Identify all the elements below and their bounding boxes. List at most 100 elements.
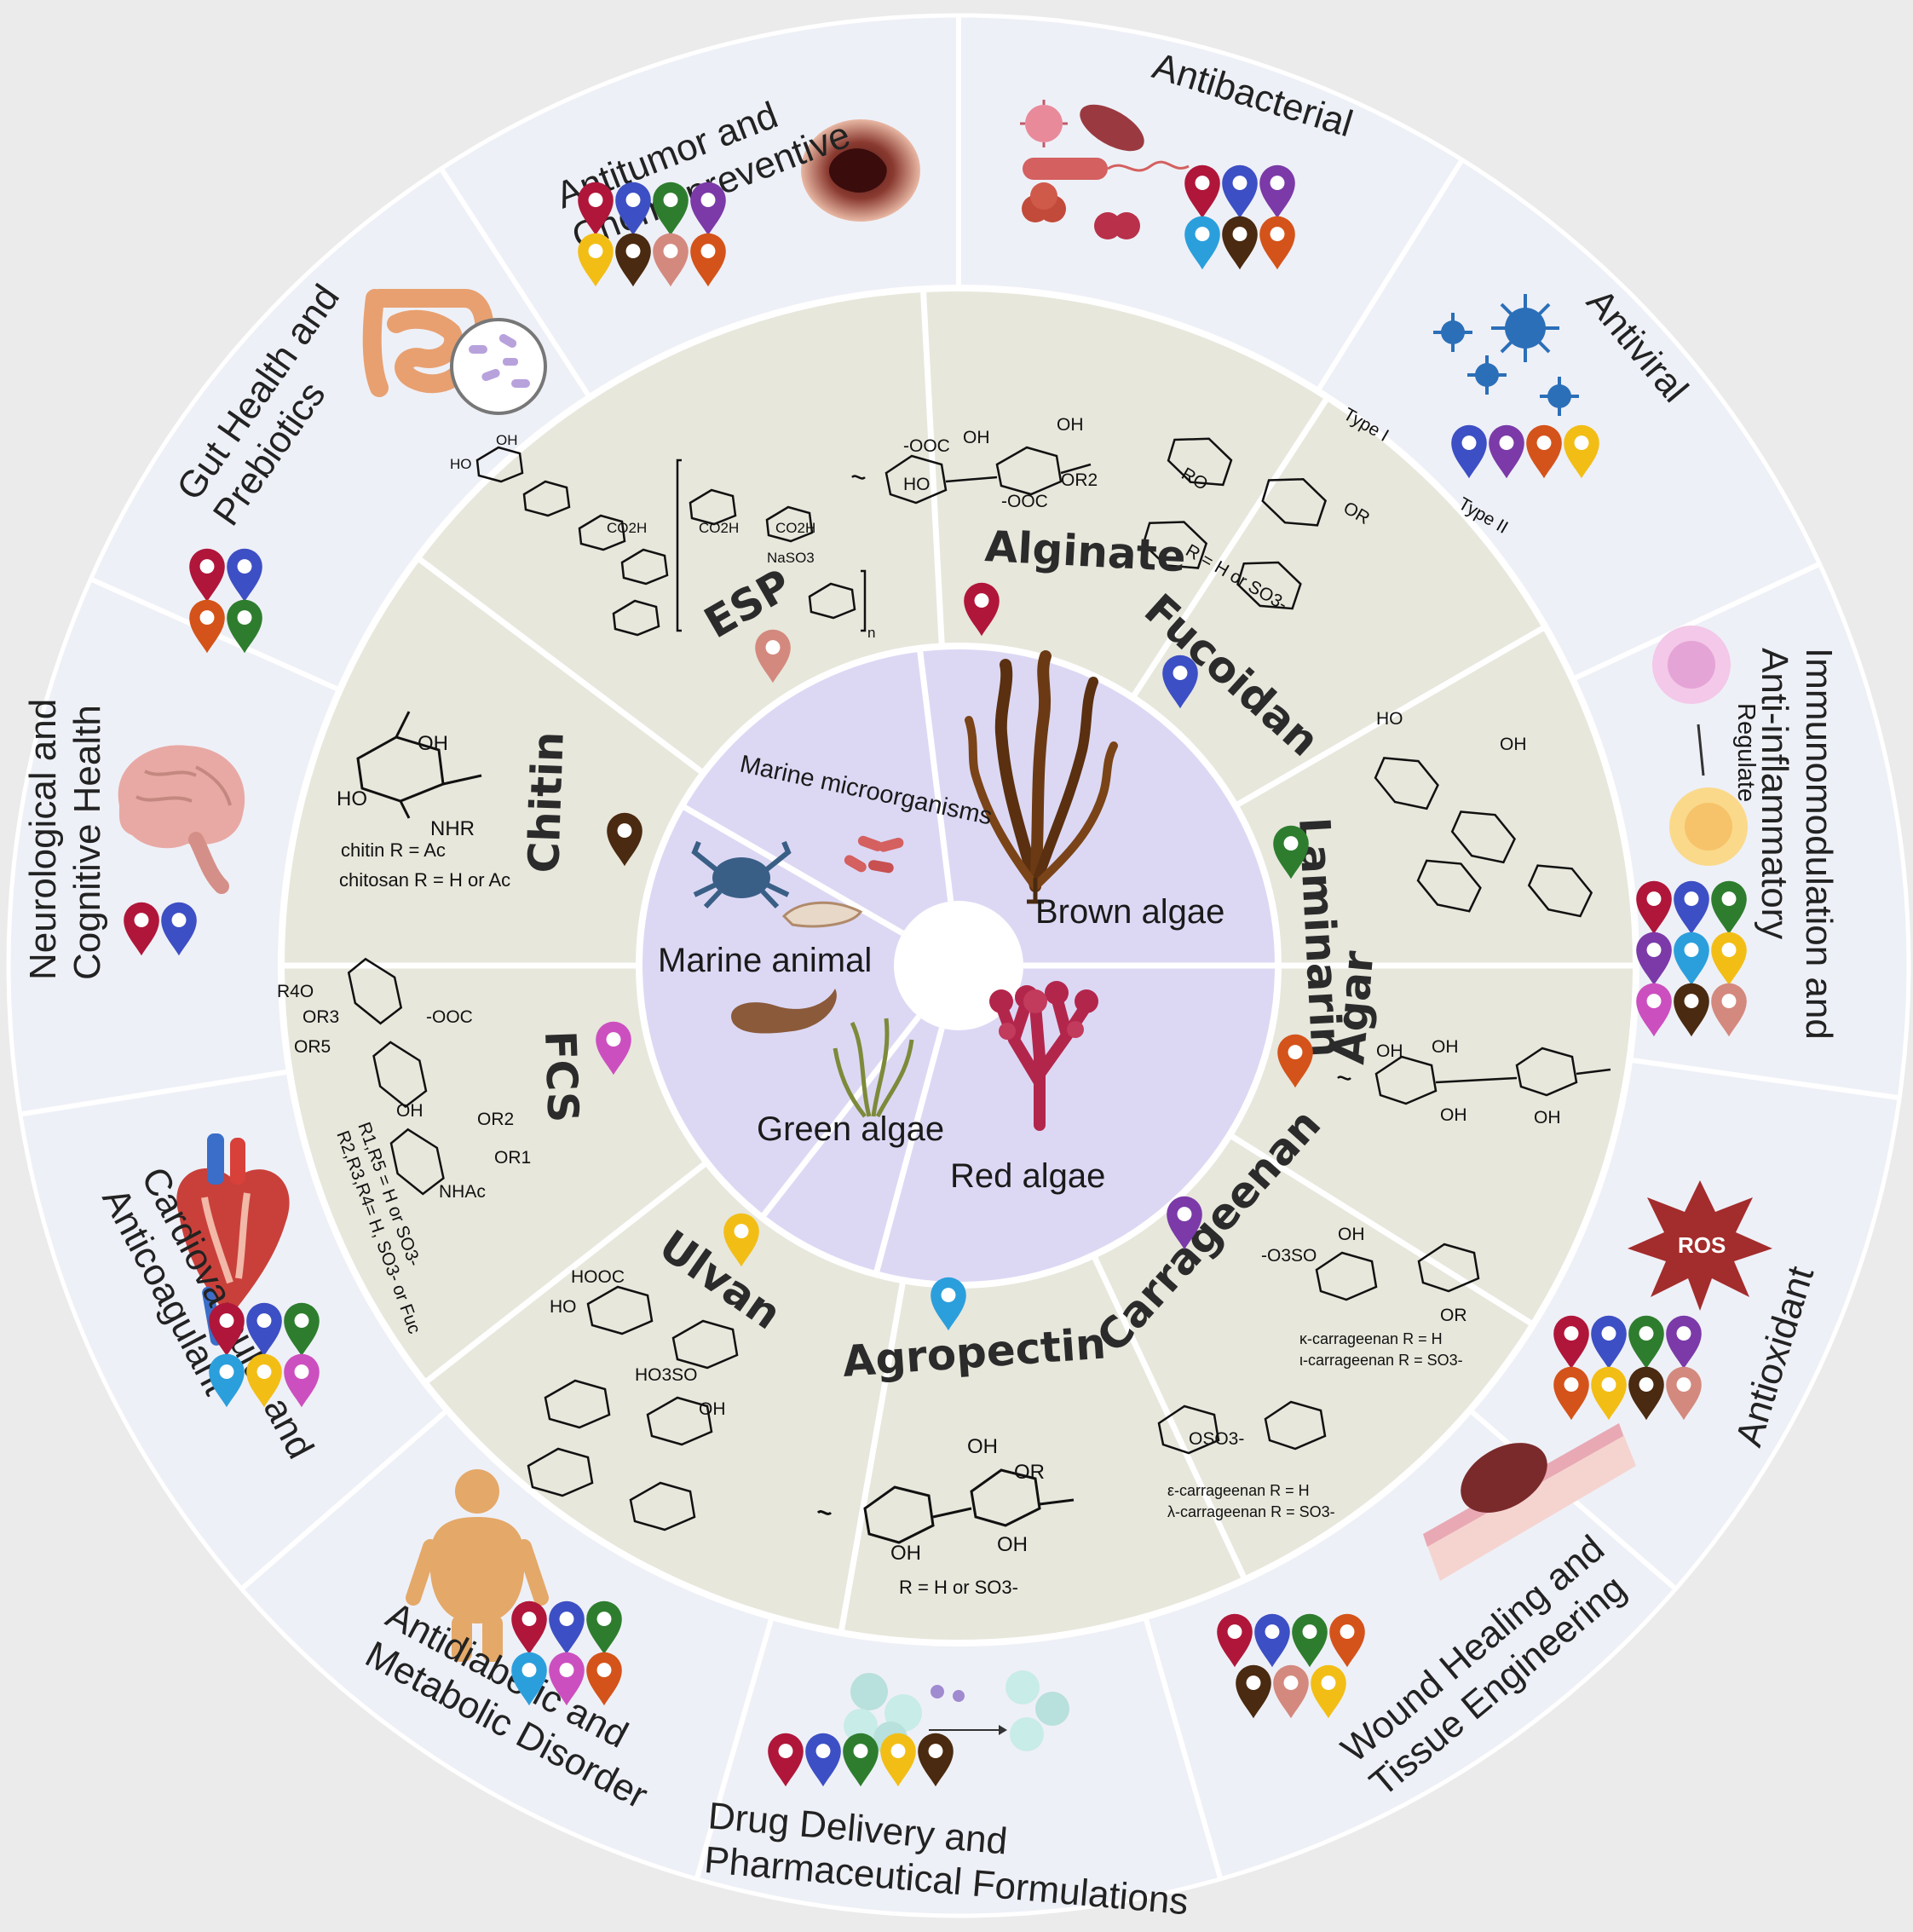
activity-pin-5-4 bbox=[918, 1733, 954, 1787]
polysaccharide-divider bbox=[1234, 624, 1547, 809]
activity-divider bbox=[239, 1408, 449, 1591]
fcs-chem-or1: OR1 bbox=[494, 1148, 531, 1168]
carrageenan-note-3: ε-carrageenan R = H bbox=[1167, 1482, 1310, 1499]
activity-label-8: Neurological andCognitive Health bbox=[22, 699, 108, 980]
activity-pin-3-0 bbox=[1553, 1315, 1589, 1370]
esp-chem-1: HO bbox=[450, 456, 472, 472]
chitin-chem-nhr: NHR bbox=[430, 817, 475, 840]
activity-divider bbox=[1315, 158, 1465, 393]
esp-chem-3: CO2H bbox=[607, 520, 647, 536]
alginate-chem-3: HO bbox=[903, 475, 931, 494]
activity-divider bbox=[1628, 1057, 1900, 1101]
agropectin-chem-1: OH bbox=[967, 1435, 998, 1458]
activity-pin-4-2 bbox=[1292, 1613, 1328, 1668]
activity-pin-0-0 bbox=[1184, 164, 1220, 219]
polysaccharide-pin-esp bbox=[755, 629, 791, 683]
virus-icon bbox=[1433, 294, 1579, 416]
activity-pin-0-3 bbox=[1184, 216, 1220, 270]
activity-pin-6-2 bbox=[586, 1600, 622, 1655]
agropectin-chem-3: OH bbox=[890, 1542, 921, 1565]
fcs-chem-ooc: -OOC bbox=[426, 1007, 473, 1027]
esp-chem-2: OH bbox=[496, 432, 518, 448]
polysaccharide-label-alginate: Alginate bbox=[983, 522, 1187, 581]
activity-pin-3-1 bbox=[1591, 1315, 1627, 1370]
activity-pin-7-3 bbox=[209, 1353, 245, 1408]
polysaccharide-ring bbox=[278, 285, 1639, 1647]
esp-chem-5: CO2H bbox=[775, 520, 815, 536]
activity-pin-3-6 bbox=[1628, 1366, 1664, 1421]
carrageenan-chem-4: OSO3- bbox=[1189, 1429, 1244, 1449]
activity-pin-3-4 bbox=[1553, 1366, 1589, 1421]
activity-pin-6-3 bbox=[511, 1652, 547, 1706]
alginate-chem-5: OR2 bbox=[1061, 470, 1098, 490]
polysaccharide-pin-ulvan bbox=[723, 1213, 759, 1267]
agar-chem-4: OH bbox=[1534, 1108, 1561, 1127]
alginate-chem-2: OH bbox=[963, 428, 990, 447]
agar-chem-3: OH bbox=[1440, 1105, 1467, 1125]
activity-pin-9-2 bbox=[189, 599, 225, 654]
alginate-chem-1: -OOC bbox=[903, 436, 950, 456]
activity-pin-1-0 bbox=[1451, 424, 1487, 479]
activity-pin-4-4 bbox=[1236, 1664, 1271, 1719]
carrageenan-chem-1: -O3SO bbox=[1261, 1246, 1317, 1266]
activity-pin-10-4 bbox=[578, 233, 614, 287]
activity-segment bbox=[696, 1617, 1221, 1916]
activity-pin-0-1 bbox=[1222, 164, 1258, 219]
activity-segment bbox=[1145, 1410, 1676, 1879]
activity-pin-2-6 bbox=[1636, 983, 1672, 1037]
bacteria-cluster-icon bbox=[1020, 100, 1190, 239]
activity-pin-3-7 bbox=[1666, 1366, 1702, 1421]
activity-pin-10-0 bbox=[578, 182, 614, 236]
source-divider bbox=[759, 1014, 921, 1220]
activity-pin-8-0 bbox=[124, 902, 159, 956]
activity-divider bbox=[20, 1069, 291, 1117]
pins-layer bbox=[124, 164, 1747, 1787]
alginate-chem-6: -OOC bbox=[1001, 492, 1048, 511]
agropectin-note: R = H or SO3- bbox=[899, 1577, 1018, 1598]
source-divider bbox=[873, 1027, 945, 1276]
activity-pin-10-1 bbox=[615, 182, 651, 236]
activity-pin-2-7 bbox=[1674, 983, 1709, 1037]
immune-cell-icon: Regulate bbox=[1652, 626, 1760, 866]
activity-pin-6-5 bbox=[586, 1652, 622, 1706]
polysaccharide-label-chitin: Chitin bbox=[519, 730, 573, 874]
carrageenan-chem-2: OH bbox=[1338, 1225, 1365, 1244]
fcs-chem-oh: OH bbox=[396, 1101, 424, 1121]
fcs-chem-or2: OR2 bbox=[477, 1110, 514, 1129]
activity-pin-4-3 bbox=[1329, 1613, 1365, 1668]
activity-segment bbox=[1317, 159, 1820, 680]
activity-pin-3-3 bbox=[1666, 1315, 1702, 1370]
polysaccharide-divider bbox=[919, 288, 945, 647]
intestine-icon bbox=[362, 289, 547, 415]
polysaccharide-divider bbox=[1130, 395, 1330, 700]
ulvan-chem-2: HO bbox=[550, 1297, 577, 1317]
chitin-note-2: chitosan R = H or Ac bbox=[339, 869, 510, 891]
activity-pin-3-5 bbox=[1591, 1366, 1627, 1421]
activity-pin-2-8 bbox=[1711, 983, 1747, 1037]
brain-icon bbox=[118, 745, 245, 894]
activity-pin-2-4 bbox=[1674, 931, 1709, 986]
person-icon bbox=[406, 1469, 549, 1662]
activity-pin-0-2 bbox=[1259, 164, 1295, 219]
activity-divider bbox=[439, 167, 592, 399]
agar-chem-2: OH bbox=[1432, 1037, 1459, 1057]
ulvan-chem-1: HOOC bbox=[571, 1267, 625, 1287]
ulvan-chem-3: HO3SO bbox=[635, 1365, 698, 1385]
polysaccharide-label-agar: Agar bbox=[1324, 949, 1383, 1066]
laminarin-chem-2: OH bbox=[1500, 735, 1527, 754]
esp-structure bbox=[475, 446, 867, 637]
activity-pin-10-7 bbox=[690, 233, 726, 287]
activity-pin-2-0 bbox=[1636, 880, 1672, 935]
polysaccharide-divider bbox=[1228, 1132, 1536, 1328]
polysaccharide-pin-chitin bbox=[607, 812, 642, 867]
polysaccharide-pin-carrageenan bbox=[1167, 1196, 1202, 1250]
activity-pin-2-2 bbox=[1711, 880, 1747, 935]
activity-pin-6-1 bbox=[549, 1600, 585, 1655]
fcs-structure bbox=[347, 957, 445, 1196]
ros-label: ROS bbox=[1678, 1232, 1726, 1258]
activity-pin-6-4 bbox=[549, 1652, 585, 1706]
polysaccharide-pin-fcs bbox=[596, 1021, 631, 1076]
tumor-icon bbox=[801, 119, 920, 222]
carrageenan-structure bbox=[1157, 1243, 1480, 1455]
